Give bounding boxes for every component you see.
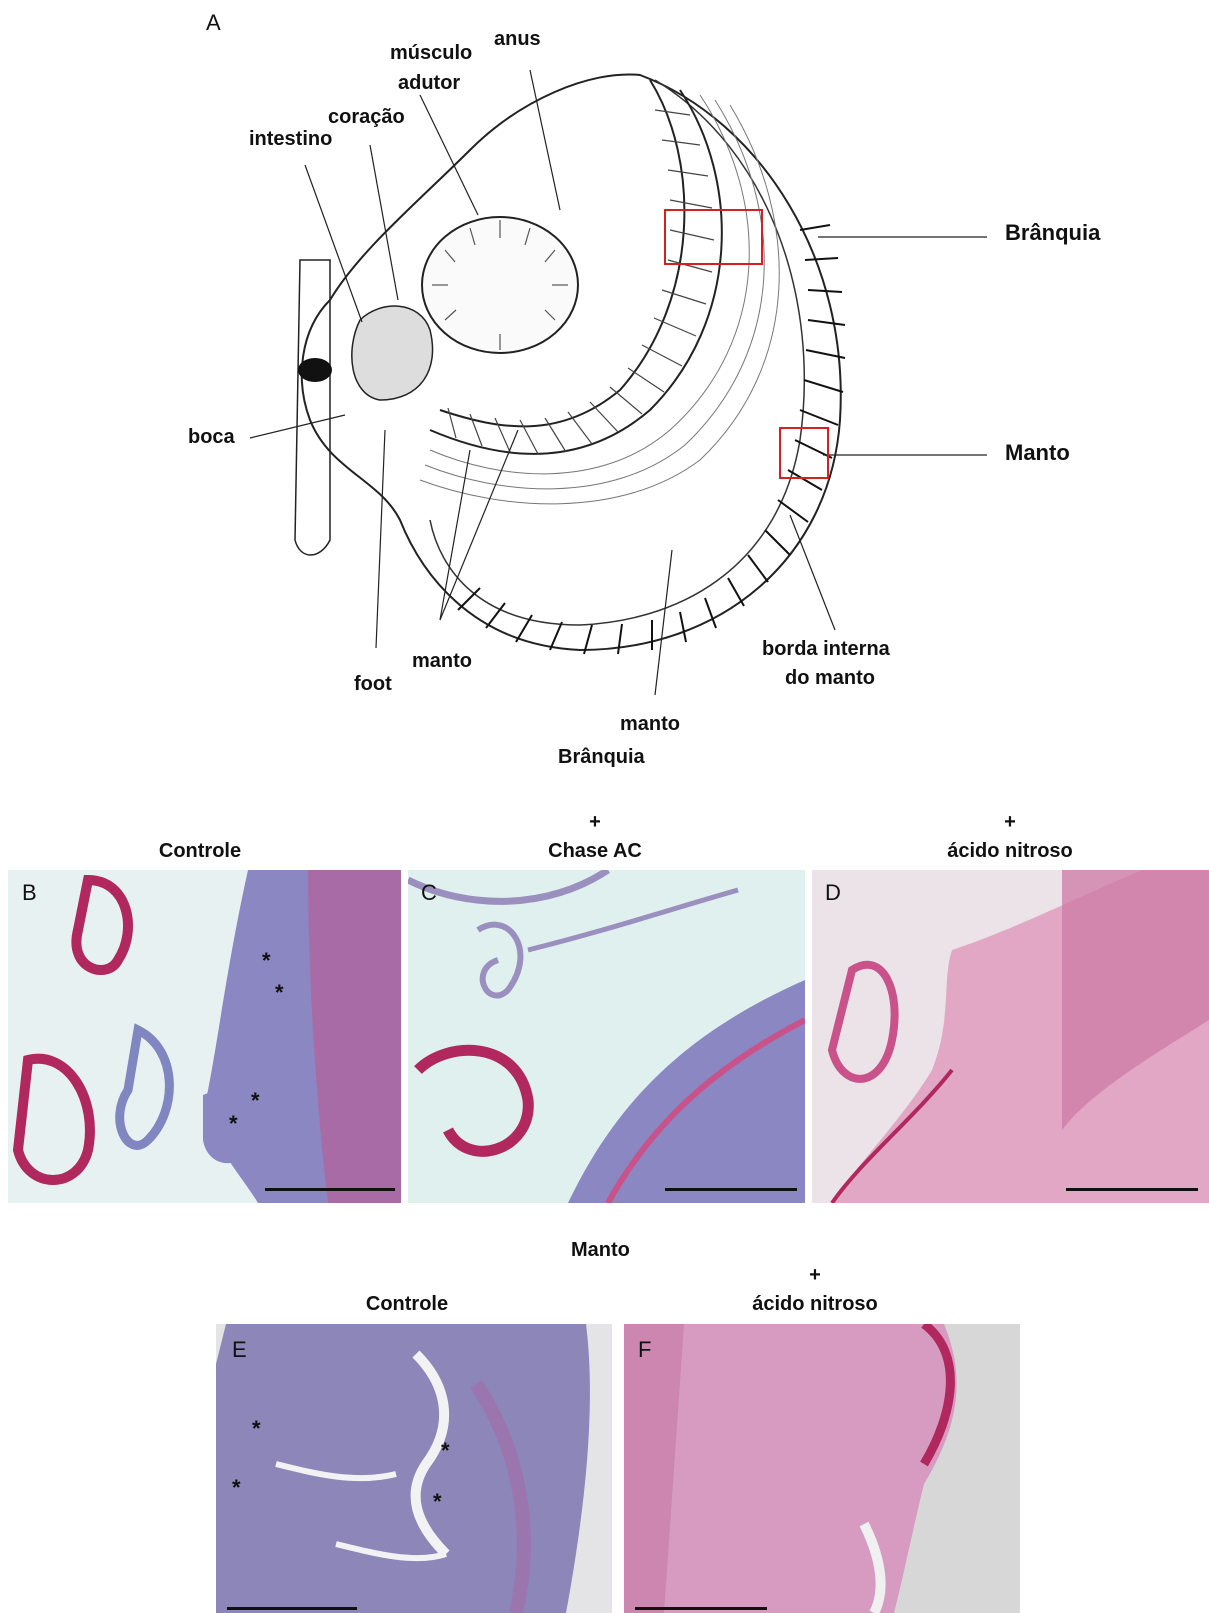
asterisk-e1: * <box>252 1418 261 1440</box>
col-b-label: Controle <box>95 837 305 866</box>
panel-letter-d: D <box>825 880 841 906</box>
col-c-header: + Chase AC <box>490 808 700 866</box>
col-c-label: Chase AC <box>490 837 700 866</box>
label-adutor: adutor <box>398 72 460 95</box>
panel-letter-c: C <box>421 880 437 906</box>
label-musculo: músculo <box>390 42 472 65</box>
col-d-label: ácido nitroso <box>905 837 1115 866</box>
label-manto-side: Manto <box>1005 440 1070 466</box>
label-branquia-side: Brânquia <box>1005 220 1100 246</box>
asterisk-e2: * <box>232 1477 241 1499</box>
visceral-mass <box>352 306 433 400</box>
col-e-plus <box>302 1261 512 1290</box>
bivalve-anatomy-diagram <box>0 0 1209 760</box>
panel-letter-f: F <box>638 1337 651 1363</box>
col-d-header: + ácido nitroso <box>905 808 1115 866</box>
asterisk-b1: * <box>262 950 271 972</box>
micrograph-d <box>812 870 1209 1203</box>
label-manto-bottom: manto <box>620 713 680 736</box>
scale-bar-b <box>265 1188 395 1191</box>
micrograph-c <box>408 870 805 1203</box>
panel-letter-b: B <box>22 880 37 906</box>
asterisk-b3: * <box>251 1090 260 1112</box>
col-f-plus: + <box>710 1261 920 1290</box>
asterisk-b2: * <box>275 982 284 1004</box>
scale-bar-e <box>227 1607 357 1610</box>
col-f-header: + ácido nitroso <box>710 1261 920 1319</box>
asterisk-e4: * <box>433 1491 442 1513</box>
label-anus: anus <box>494 28 541 51</box>
asterisk-b4: * <box>229 1113 238 1135</box>
scale-bar-f <box>635 1607 767 1610</box>
label-intestino: intestino <box>249 128 332 151</box>
mantle-section-title: Manto <box>571 1239 630 1262</box>
label-coracao: coração <box>328 106 405 129</box>
scale-bar-d <box>1066 1188 1198 1191</box>
col-c-plus: + <box>490 808 700 837</box>
col-b-header: Controle <box>95 808 305 866</box>
col-e-label: Controle <box>302 1290 512 1319</box>
col-b-plus <box>95 808 305 837</box>
label-foot: foot <box>354 673 392 696</box>
micrograph-f <box>624 1324 1020 1613</box>
label-borda-line1: borda interna <box>762 638 890 661</box>
label-borda-line2: do manto <box>785 667 875 690</box>
asterisk-e3: * <box>441 1440 450 1462</box>
col-e-header: Controle <box>302 1261 512 1319</box>
label-manto-inner: manto <box>412 650 472 673</box>
micrograph-e <box>216 1324 612 1613</box>
label-boca: boca <box>188 426 235 449</box>
scale-bar-c <box>665 1188 797 1191</box>
col-f-label: ácido nitroso <box>710 1290 920 1319</box>
panel-letter-e: E <box>232 1337 247 1363</box>
micrograph-b <box>8 870 401 1203</box>
col-d-plus: + <box>905 808 1115 837</box>
gill-section-title: Brânquia <box>558 746 645 769</box>
panel-letter-a: A <box>206 10 221 36</box>
mouth-blob <box>298 358 332 382</box>
